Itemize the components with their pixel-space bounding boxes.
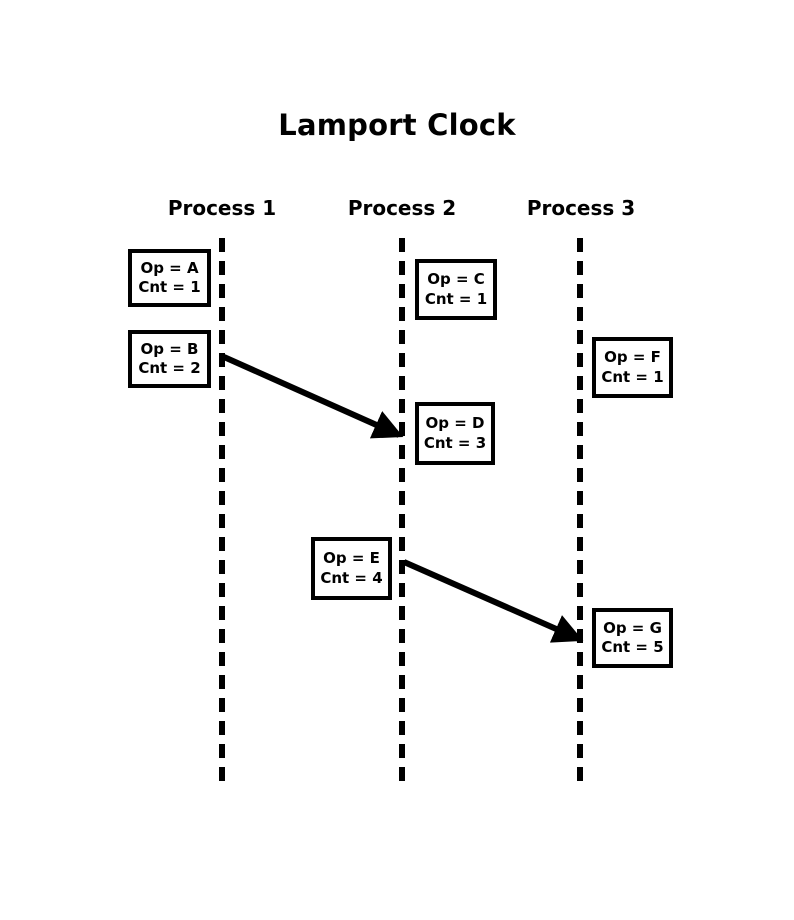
event-op-label: Op = B [140,339,199,358]
process-label-1: Process 1 [167,196,277,220]
lifeline-process-1 [219,238,225,790]
event-box-e: Op = E Cnt = 4 [311,537,392,600]
lifeline-process-2 [399,238,405,790]
event-op-label: Op = D [425,414,485,433]
event-box-a: Op = A Cnt = 1 [128,249,211,307]
process-label-2: Process 2 [347,196,457,220]
event-cnt-label: Cnt = 2 [138,359,201,377]
event-box-g: Op = G Cnt = 5 [592,608,673,668]
lifeline-process-3 [577,238,583,790]
event-box-d: Op = D Cnt = 3 [415,402,495,465]
message-arrow-b-to-d [222,354,404,439]
event-box-c: Op = C Cnt = 1 [415,259,497,320]
event-cnt-label: Cnt = 1 [601,367,664,386]
message-arrow-e-to-g [402,559,584,643]
event-cnt-label: Cnt = 1 [424,289,488,308]
event-cnt-label: Cnt = 1 [138,278,201,296]
event-op-label: Op = G [603,618,662,637]
event-op-label: Op = C [427,270,485,289]
event-op-label: Op = F [604,348,661,367]
process-label-3: Process 3 [526,196,636,220]
event-box-f: Op = F Cnt = 1 [592,337,673,398]
event-op-label: Op = A [140,258,199,277]
event-cnt-label: Cnt = 3 [423,433,487,452]
diagram-title: Lamport Clock [278,108,516,142]
event-box-b: Op = B Cnt = 2 [128,330,211,388]
event-op-label: Op = E [323,549,380,568]
event-cnt-label: Cnt = 4 [320,568,383,587]
event-cnt-label: Cnt = 5 [601,638,664,656]
